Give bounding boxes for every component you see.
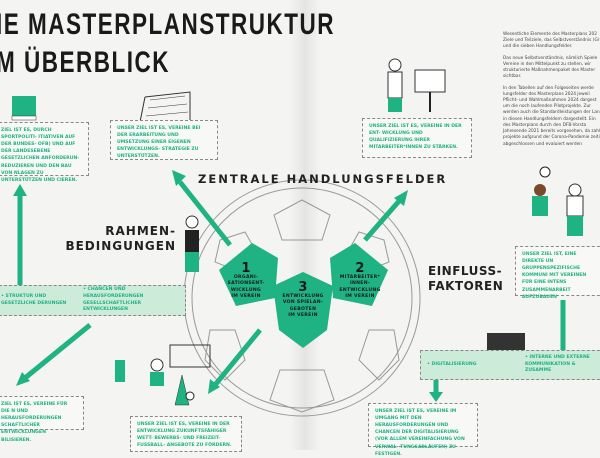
panel-item: • INTERNE UND EXTERNE KOMMUNIKATION & ZU… (525, 354, 590, 374)
panel-item: • STRUKTUR UND GESETZLICHE DERUNGEN (1, 293, 67, 306)
players-ball-icon (532, 166, 584, 236)
goal-box-spielangebote: UNSER ZIEL IST ES, VEREINE IN DER ENTWIC… (130, 416, 242, 452)
rahmen-panel: • STRUKTUR UND GESETZLICHE DERUNGEN • CH… (0, 285, 186, 316)
book-icon (11, 96, 37, 121)
einfluss-panel: • DIGITALISIERUNG • INTERNE UND EXTERNE … (420, 350, 600, 380)
field-pentagons (219, 243, 388, 348)
goal-box-mitarbeiter: UNSER ZIEL IST ES, VEREINE IN DER ENT- W… (362, 118, 472, 158)
field-2-shape (330, 243, 388, 306)
page-gutter (290, 0, 320, 450)
einfluss-heading: EINFLUSS- FAKTOREN (428, 264, 504, 293)
goal-box-strategie: UNSER ZIEL IST ES, VEREINE BEI DER ERARB… (110, 120, 218, 160)
coach-figure-icon (387, 58, 446, 112)
panel-item: • CHANCEN UND HERAUSFORDERUNGEN GESELLSC… (83, 286, 144, 313)
goal-icon (139, 91, 191, 123)
central-fields-heading: ZENTRALE HANDLUNGSFELDER (198, 172, 448, 186)
referee-figure-icon (185, 215, 199, 272)
paragraph: Das neue Selbstverständnis, nämlich Spie… (503, 55, 598, 80)
players-cones-icon (115, 344, 211, 406)
field-3-shape (273, 272, 333, 348)
goal-box-digital: UNSER ZIEL IST ES, VEREINE IM UMGANG MIT… (368, 403, 478, 457)
paragraph: In den Tabellen auf den Folgeseiten werd… (503, 85, 600, 147)
arrows (13, 170, 566, 402)
page-title-line-1: IE MASTERPLANSTRUKTUR (0, 8, 335, 41)
goal-box-gesellschaft: ZIEL IST ES, VEREINE FÜR DIE N UND HERAU… (0, 396, 84, 443)
goal-box-kommunikation: UNSER ZIEL IST, EINE DIREKTE UN GRUPPENS… (515, 246, 600, 300)
body-text-column: Wesentliche Elemente des Masterplans 202… (503, 32, 600, 153)
paragraph: Wesentliche Elemente des Masterplans 202… (503, 32, 600, 50)
rahmen-heading: RAHMEN- BEDINGUNGEN (65, 224, 176, 253)
panel-item: • DIGITALISIERUNG (427, 361, 477, 367)
page-title-line-2: M ÜBERBLICK (0, 46, 170, 79)
goal-box-politik: ZIEL IST ES, DURCH SPORTPOLITI- ITIATIVE… (0, 122, 89, 183)
field-1-shape (219, 243, 278, 306)
